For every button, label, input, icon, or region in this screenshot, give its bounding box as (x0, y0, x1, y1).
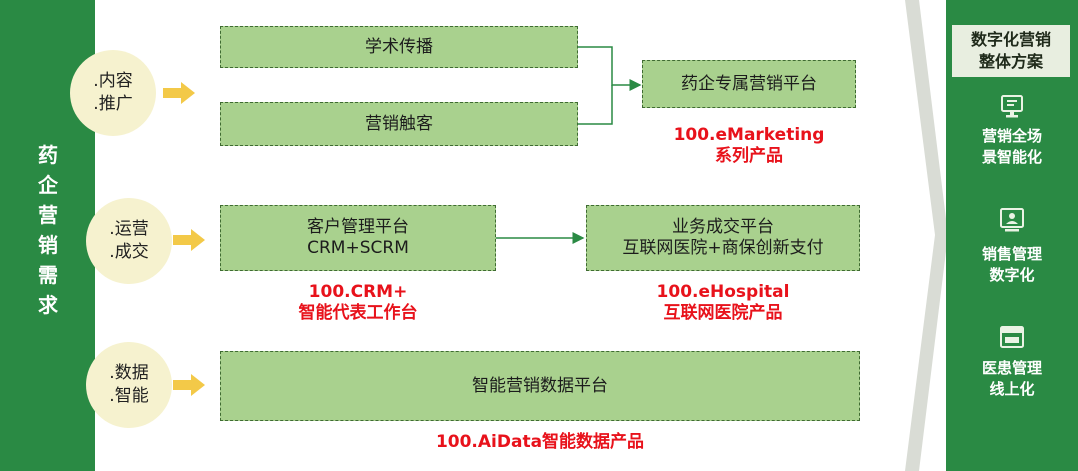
circle-data-intelligence: .数据 .智能 (86, 342, 172, 428)
product-ehospital: 100.eHospital 互联网医院产品 (656, 282, 790, 323)
connector-touch-to-platform (578, 85, 613, 125)
box-data-platform: 智能营销数据平台 (220, 351, 860, 421)
solution-title: 数字化营销 整体方案 (952, 25, 1070, 77)
window-icon (1000, 326, 1024, 348)
person-screen-icon (1000, 208, 1024, 232)
product-emarketing: 100.eMarketing 系列产品 (673, 125, 825, 166)
box-marketing-touch: 营销触客 (220, 102, 578, 146)
product-crm: 100.CRM+ 智能代表工作台 (298, 282, 418, 323)
yellow-arrow-icon (173, 374, 205, 396)
yellow-arrow-icon (163, 82, 195, 104)
connector-academic-to-platform (578, 46, 642, 91)
circle-content-promotion: .内容 .推广 (70, 50, 156, 136)
box-pharma-platform: 药企专属营销平台 (642, 60, 856, 108)
circle-operation-deal: .运营 .成交 (86, 198, 172, 284)
monitor-icon (1001, 95, 1023, 118)
solution-item-sales: 销售管理 数字化 (981, 245, 1042, 284)
left-demand-title: 药 企 营 销 需 求 (38, 143, 58, 317)
box-crm-platform: 客户管理平台 CRM+SCRM (220, 205, 496, 271)
solution-item-patient: 医患管理 线上化 (981, 359, 1042, 398)
solution-panel (946, 0, 1078, 471)
solution-chevron (905, 0, 948, 471)
box-academic-communication: 学术传播 (220, 26, 578, 68)
box-deal-platform: 业务成交平台 互联网医院+商保创新支付 (586, 205, 860, 271)
yellow-arrow-icon (173, 229, 205, 251)
product-aidata: 100.AiData智能数据产品 (435, 432, 645, 452)
solution-item-marketing: 营销全场 景智能化 (981, 127, 1042, 166)
